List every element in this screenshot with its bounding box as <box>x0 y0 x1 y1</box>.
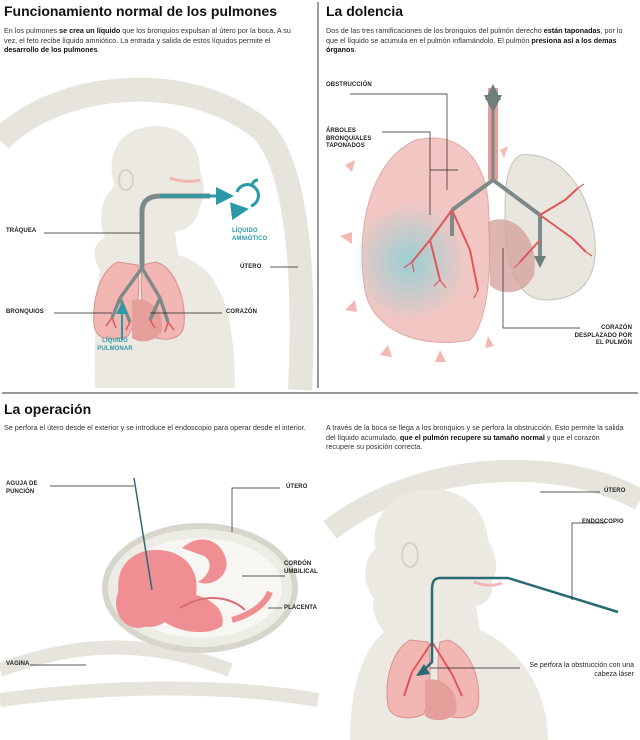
panel1-title: Funcionamiento normal de los pulmones <box>4 3 278 19</box>
bronchiole-lines-1 <box>105 317 175 333</box>
panel1-diagram <box>0 77 314 391</box>
ear-4 <box>401 542 419 568</box>
endoscope <box>421 576 619 673</box>
trachea-1 <box>139 193 210 268</box>
endoscope-tip <box>416 664 430 676</box>
label-traquea: TRÁQUEA <box>6 228 37 234</box>
laser-note: Se perfora la obstrucción con una cabeza… <box>529 662 634 678</box>
bronchi-4 <box>403 641 463 697</box>
leader-obstruccion <box>350 93 448 190</box>
panel1-intro: En los pulmones se crea un líquido que l… <box>4 26 291 55</box>
label-utero-3: ÚTERO <box>286 484 308 490</box>
label-utero-1: ÚTERO <box>240 264 262 270</box>
leader-endoscopio <box>571 522 606 600</box>
uterus-band-4 <box>323 459 640 539</box>
panel4-diagram <box>323 459 640 740</box>
mouth-4 <box>473 580 503 587</box>
label-placenta: PLACENTA <box>284 605 318 611</box>
uterus-band-1 <box>0 77 314 391</box>
label-liquido-amniotico: LÍQUIDO AMNIÓTICO <box>232 228 268 242</box>
puncture-needle <box>133 477 153 591</box>
label-aguja: AGUJA DE PUNCIÓN <box>6 481 38 495</box>
label-liquido-pulmonar: LÍQUIDO PULMONAR <box>97 338 133 352</box>
fluid-accumulation <box>352 202 468 322</box>
umbilical-cord <box>179 597 246 611</box>
heart-4 <box>425 679 457 721</box>
bronchi-2-red <box>411 187 587 291</box>
amniotic-cycle <box>232 178 260 210</box>
label-cordon: CORDÓN UMBILICAL <box>284 561 318 575</box>
bronchi-arrow-head <box>534 256 546 268</box>
label-endoscopio: ENDOSCOPIO <box>582 519 624 525</box>
panel3-intro: Se perfora el útero desde el exterior y … <box>4 423 306 432</box>
label-utero-4: ÚTERO <box>604 488 626 494</box>
panel4-intro: A través de la boca se llega a los bronq… <box>326 423 624 452</box>
label-corazon-1: CORAZÓN <box>226 309 258 315</box>
panel2-intro: Dos de las tres ramificaciones de los br… <box>326 26 623 55</box>
leader-arboles <box>382 131 431 215</box>
label-corazon-desplazado: CORAZÓN DESPLAZADO POR EL PULMÓN <box>574 325 632 346</box>
mother-outline <box>0 640 320 707</box>
ear-1 <box>118 169 134 191</box>
displaced-heart <box>488 219 535 293</box>
pressure-arrows <box>340 146 508 362</box>
label-arboles: ÁRBOLES BRONQUIALES TAPONADOS <box>326 128 372 149</box>
bronchi-2 <box>450 178 542 258</box>
label-obstruccion: OBSTRUCCIÓN <box>326 82 372 88</box>
panel2-diagram <box>340 84 596 362</box>
panel3-title: La operación <box>4 401 92 417</box>
fetus-head-3 <box>116 578 160 628</box>
leader-utero-3 <box>231 487 280 532</box>
placenta <box>231 590 273 623</box>
panel2-title: La dolencia <box>326 3 404 19</box>
bronchiole-detail-2 <box>403 183 593 299</box>
label-vagina: VAGINA <box>6 661 30 667</box>
fetus-legs-3 <box>182 539 227 584</box>
trachea-arrow-head <box>485 84 501 100</box>
label-bronquios: BRONQUIOS <box>6 309 44 315</box>
leader-corazon-2 <box>502 248 580 329</box>
mouth-1 <box>169 176 201 183</box>
panel3-diagram <box>0 477 320 707</box>
